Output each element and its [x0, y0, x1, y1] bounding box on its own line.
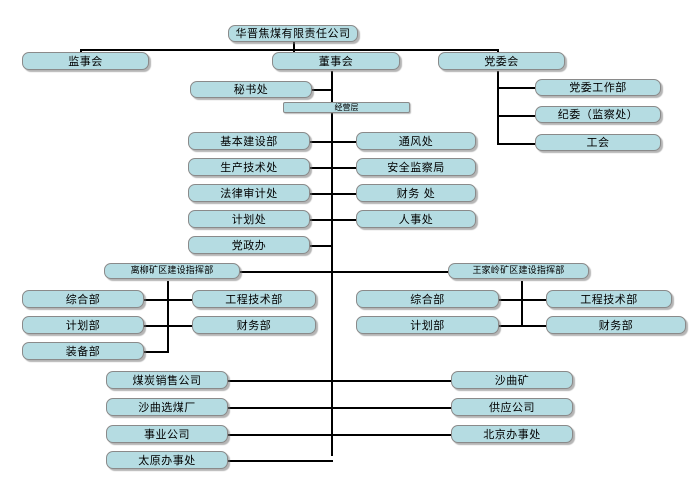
connector-secretariat — [310, 89, 333, 91]
connector-sub-left-1 — [228, 380, 333, 382]
node-subsidiary-left-2[interactable]: 沙曲选煤厂 — [106, 398, 228, 416]
node-board-of-directors[interactable]: 董事会 — [272, 52, 400, 70]
node-discipline-committee[interactable]: 纪委（监察处） — [535, 106, 661, 123]
node-subsidiary-left-3[interactable]: 事业公司 — [106, 425, 228, 443]
connector-sub-right-3 — [331, 434, 451, 436]
connector-dept-left-1 — [310, 141, 333, 143]
connector-party-3 — [497, 143, 535, 145]
connector-cmdright-r2 — [521, 325, 546, 327]
node-cmdright-unit-left-1[interactable]: 综合部 — [356, 290, 499, 308]
node-dept-right-3[interactable]: 财务 处 — [356, 184, 476, 202]
node-cmdleft-unit-right-2[interactable]: 财务部 — [192, 316, 316, 334]
node-subsidiary-left-4[interactable]: 太原办事处 — [106, 451, 228, 469]
node-subsidiary-left-1[interactable]: 煤炭销售公司 — [106, 371, 228, 389]
connector-command-left-arm — [240, 271, 333, 273]
connector-dept-left-5 — [310, 245, 333, 247]
connector-sub-right-2 — [331, 407, 451, 409]
connector-cmdleft-spine — [167, 281, 169, 351]
connector-main-trunk — [331, 71, 333, 456]
connector-dept-left-2 — [310, 167, 333, 169]
node-subsidiary-right-2[interactable]: 供应公司 — [451, 398, 573, 416]
node-dept-left-3[interactable]: 法律审计处 — [188, 184, 310, 202]
connector-cmdright-r1 — [521, 299, 546, 301]
node-secretariat[interactable]: 秘书处 — [190, 81, 312, 98]
connector-level1-bus — [80, 49, 498, 51]
node-subsidiary-right-1[interactable]: 沙曲矿 — [451, 371, 573, 389]
connector-dept-right-3 — [331, 193, 356, 195]
node-dept-left-5[interactable]: 党政办 — [188, 236, 310, 254]
connector-cmdleft-l2 — [144, 325, 169, 327]
connector-dept-right-4 — [331, 219, 356, 221]
node-party-committee[interactable]: 党委会 — [438, 52, 565, 70]
node-cmdright-unit-left-2[interactable]: 计划部 — [356, 316, 499, 334]
connector-root-stem — [293, 41, 295, 50]
node-cmdleft-unit-left-1[interactable]: 综合部 — [22, 290, 144, 308]
connector-sub-left-4 — [228, 460, 333, 462]
node-dept-right-1[interactable]: 通风处 — [356, 132, 476, 150]
node-cmdright-unit-right-1[interactable]: 工程技术部 — [546, 290, 672, 308]
node-command-hq-right[interactable]: 王家岭矿区建设指挥部 — [448, 263, 589, 279]
node-cmdleft-unit-right-1[interactable]: 工程技术部 — [192, 290, 316, 308]
connector-cmdleft-r2 — [167, 325, 192, 327]
node-management-layer[interactable]: 经营层 — [283, 102, 410, 113]
connector-dept-right-1 — [331, 141, 356, 143]
connector-party-spine — [497, 71, 499, 145]
connector-cmdright-l1 — [499, 299, 523, 301]
connector-cmdleft-l1 — [144, 299, 169, 301]
node-root-company[interactable]: 华晋焦煤有限责任公司 — [228, 25, 358, 42]
node-dept-right-4[interactable]: 人事处 — [356, 210, 476, 228]
connector-dept-left-3 — [310, 193, 333, 195]
connector-cmdright-l2 — [499, 325, 523, 327]
node-supervisory-board[interactable]: 监事会 — [22, 52, 149, 70]
connector-dept-right-2 — [331, 167, 356, 169]
node-dept-left-2[interactable]: 生产技术处 — [188, 158, 310, 176]
connector-cmdleft-r1 — [167, 299, 192, 301]
connector-sub-right-1 — [331, 380, 451, 382]
node-dept-right-2[interactable]: 安全监察局 — [356, 158, 476, 176]
node-party-work-dept[interactable]: 党委工作部 — [535, 79, 661, 96]
node-dept-left-4[interactable]: 计划处 — [188, 210, 310, 228]
connector-command-right-arm — [331, 271, 448, 273]
node-dept-left-1[interactable]: 基本建设部 — [188, 132, 310, 150]
node-cmdright-unit-right-2[interactable]: 财务部 — [546, 316, 686, 334]
node-command-hq-left[interactable]: 离柳矿区建设指挥部 — [104, 263, 240, 279]
connector-sub-left-3 — [228, 434, 333, 436]
connector-sub-left-2 — [228, 407, 333, 409]
node-subsidiary-right-3[interactable]: 北京办事处 — [451, 425, 573, 443]
node-labor-union[interactable]: 工会 — [535, 134, 661, 151]
connector-party-1 — [497, 87, 535, 89]
node-cmdleft-unit-left-2[interactable]: 计划部 — [22, 316, 144, 334]
connector-dept-left-4 — [310, 219, 333, 221]
node-cmdleft-unit-left-3[interactable]: 装备部 — [22, 342, 144, 360]
connector-cmdright-spine — [521, 281, 523, 325]
connector-party-2 — [497, 115, 535, 117]
connector-cmdleft-l3 — [144, 351, 169, 353]
